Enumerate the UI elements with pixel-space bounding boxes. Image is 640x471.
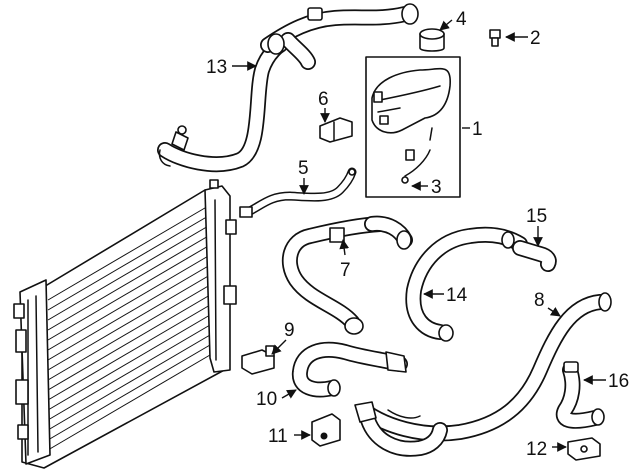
callout-1: 1 bbox=[472, 119, 483, 140]
bracket-part-11 bbox=[311, 413, 341, 447]
callout-15: 15 bbox=[526, 206, 547, 227]
callout-3: 3 bbox=[431, 177, 442, 198]
callout-11: 11 bbox=[268, 426, 288, 447]
callout-labels: 1 2 3 4 5 6 7 8 9 10 11 12 13 14 15 16 bbox=[206, 9, 629, 460]
callout-13: 13 bbox=[206, 57, 227, 78]
pipe-part-5 bbox=[239, 167, 357, 218]
callout-8: 8 bbox=[534, 290, 545, 311]
reservoir-cap-part-4 bbox=[419, 28, 445, 52]
callout-2: 2 bbox=[530, 28, 541, 49]
callout-16: 16 bbox=[608, 371, 629, 392]
hose-part-7 bbox=[281, 215, 413, 335]
callout-4: 4 bbox=[456, 9, 467, 30]
reservoir-part-1 bbox=[365, 56, 461, 198]
hose-part-16 bbox=[555, 361, 605, 429]
hose-part-8 bbox=[354, 292, 612, 457]
hose-part-14 bbox=[405, 226, 528, 342]
hose-upper-part-13 bbox=[157, 3, 419, 173]
hose-part-10 bbox=[291, 341, 408, 398]
leader-4 bbox=[439, 19, 453, 31]
callout-7: 7 bbox=[340, 260, 351, 281]
leader-7 bbox=[339, 239, 350, 256]
bracket-part-6 bbox=[319, 117, 353, 143]
leader-8 bbox=[547, 307, 561, 317]
hose-part-15 bbox=[512, 240, 557, 272]
callout-14: 14 bbox=[446, 285, 468, 306]
callout-5: 5 bbox=[298, 158, 309, 179]
callout-10: 10 bbox=[256, 389, 277, 410]
callout-12: 12 bbox=[526, 439, 547, 460]
callout-6: 6 bbox=[318, 89, 329, 110]
radiator bbox=[13, 179, 237, 469]
leader-10 bbox=[281, 389, 297, 399]
bolt-part-2 bbox=[489, 29, 501, 47]
clip-part-12 bbox=[567, 437, 601, 461]
leader-lines bbox=[232, 19, 606, 452]
sensor-part-9 bbox=[241, 345, 275, 375]
callout-9: 9 bbox=[284, 320, 295, 341]
leader-9 bbox=[271, 339, 287, 355]
